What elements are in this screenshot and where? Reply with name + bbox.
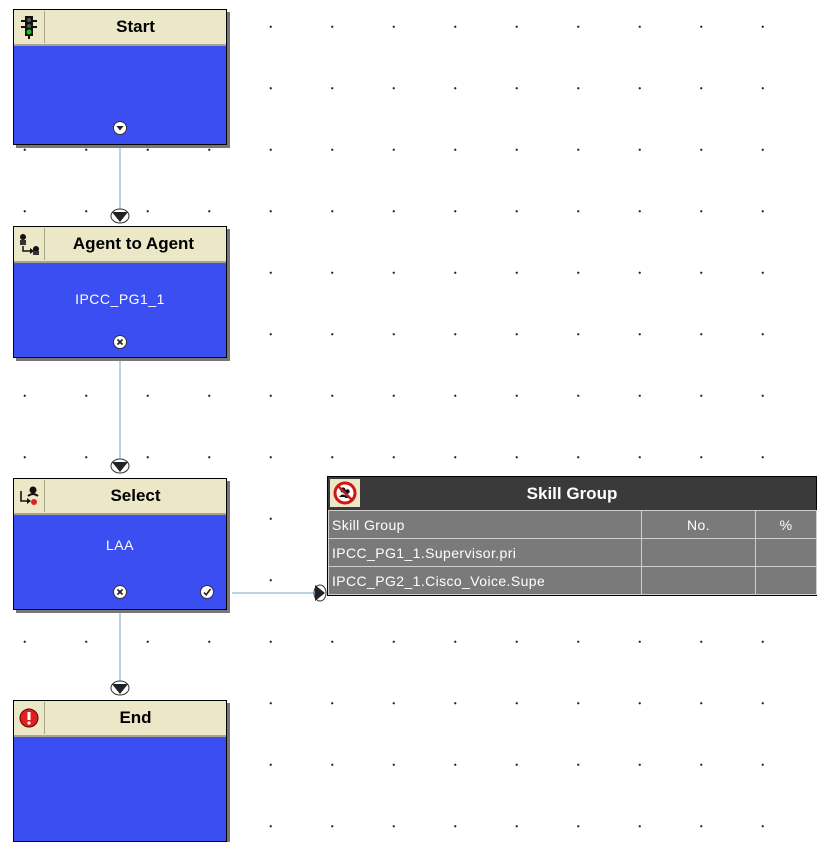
table-row[interactable]: IPCC_PG1_1.Supervisor.pri [328, 538, 817, 567]
input-arrow-skill-group[interactable] [313, 584, 327, 602]
select-value: LAA [106, 537, 134, 553]
end-node[interactable]: End [13, 700, 227, 842]
select-node-body: LAA [14, 515, 226, 609]
select-success-port[interactable] [200, 585, 214, 599]
number-cell[interactable] [641, 566, 756, 595]
number-cell[interactable] [641, 538, 756, 567]
start-output-port[interactable] [113, 121, 127, 135]
skill-group-table-header-row: Skill Group No. % [328, 510, 817, 539]
start-node-header[interactable]: Start [14, 10, 226, 46]
table-row[interactable]: IPCC_PG2_1.Cisco_Voice.Supe [328, 566, 817, 595]
start-node-title: Start [116, 17, 155, 36]
end-node-body [14, 737, 226, 841]
skill-group-table: Skill Group No. % IPCC_PG1_1.Supervisor.… [328, 510, 817, 595]
skill-group-cell[interactable]: IPCC_PG1_1.Supervisor.pri [328, 538, 642, 567]
input-arrow-agent[interactable] [110, 208, 130, 224]
agent-to-agent-node[interactable]: Agent to Agent IPCC_PG1_1 [13, 226, 227, 358]
input-arrow-end[interactable] [110, 680, 130, 696]
column-header-skill-group: Skill Group [328, 510, 642, 539]
select-node[interactable]: Select LAA [13, 478, 227, 610]
agent-to-agent-node-body: IPCC_PG1_1 [14, 263, 226, 357]
select-node-title: Select [110, 486, 161, 505]
skill-group-title: Skill Group [526, 483, 618, 503]
agent-to-agent-failure-port[interactable] [113, 335, 127, 349]
end-node-title: End [119, 708, 152, 727]
agent-to-agent-node-header[interactable]: Agent to Agent [14, 227, 226, 263]
traffic-light-icon [14, 11, 45, 43]
skill-group-cell[interactable]: IPCC_PG2_1.Cisco_Voice.Supe [328, 566, 642, 595]
agent-to-agent-node-title: Agent to Agent [72, 234, 195, 253]
agent-transfer-icon [14, 228, 45, 260]
column-header-number: No. [641, 510, 756, 539]
select-failure-port[interactable] [113, 585, 127, 599]
select-agent-icon [14, 480, 45, 512]
skill-group-node[interactable]: Skill Group Skill Group No. % IPCC_PG1_1… [327, 476, 817, 596]
end-node-header[interactable]: End [14, 701, 226, 737]
start-node-body [14, 46, 226, 144]
skill-group-header[interactable]: Skill Group [328, 477, 816, 510]
agent-to-agent-value: IPCC_PG1_1 [75, 291, 165, 307]
percent-cell[interactable] [755, 566, 817, 595]
stop-icon [14, 702, 45, 734]
percent-cell[interactable] [755, 538, 817, 567]
start-node[interactable]: Start [13, 9, 227, 145]
skill-group-icon [330, 479, 360, 507]
select-node-header[interactable]: Select [14, 479, 226, 515]
input-arrow-select[interactable] [110, 458, 130, 474]
column-header-percent: % [755, 510, 817, 539]
